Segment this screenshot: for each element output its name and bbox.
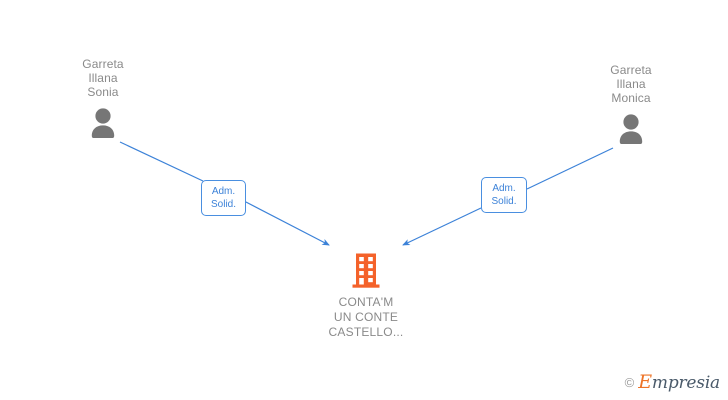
person-icon <box>91 108 115 138</box>
edge-right-segment-a <box>526 147 614 190</box>
copyright-icon: © <box>624 375 635 390</box>
brand-rest: mpresia <box>651 373 720 393</box>
brand-logo: Empresia <box>638 373 720 392</box>
edge-right-segment-b <box>402 207 482 246</box>
edge-left-segment-b <box>243 200 330 246</box>
node-person-left-label: Garreta Illana Sonia <box>82 57 124 99</box>
node-person-right[interactable]: Garreta Illana Monica <box>561 63 701 145</box>
person-icon <box>619 114 643 144</box>
node-company-center[interactable]: CONTA'M UN CONTE CASTELLO... <box>286 253 446 340</box>
edge-left-segment-a <box>119 141 204 182</box>
edge-label-left[interactable]: Adm. Solid. <box>201 180 246 216</box>
brand-initial: E <box>638 371 652 393</box>
building-icon <box>352 253 380 288</box>
empresia-watermark: © Empresia <box>624 373 721 392</box>
node-person-left[interactable]: Garreta Illana Sonia <box>33 57 173 139</box>
node-company-center-label: CONTA'M UN CONTE CASTELLO... <box>328 295 404 339</box>
node-person-right-label: Garreta Illana Monica <box>610 63 652 105</box>
edge-label-right[interactable]: Adm. Solid. <box>481 177 527 213</box>
